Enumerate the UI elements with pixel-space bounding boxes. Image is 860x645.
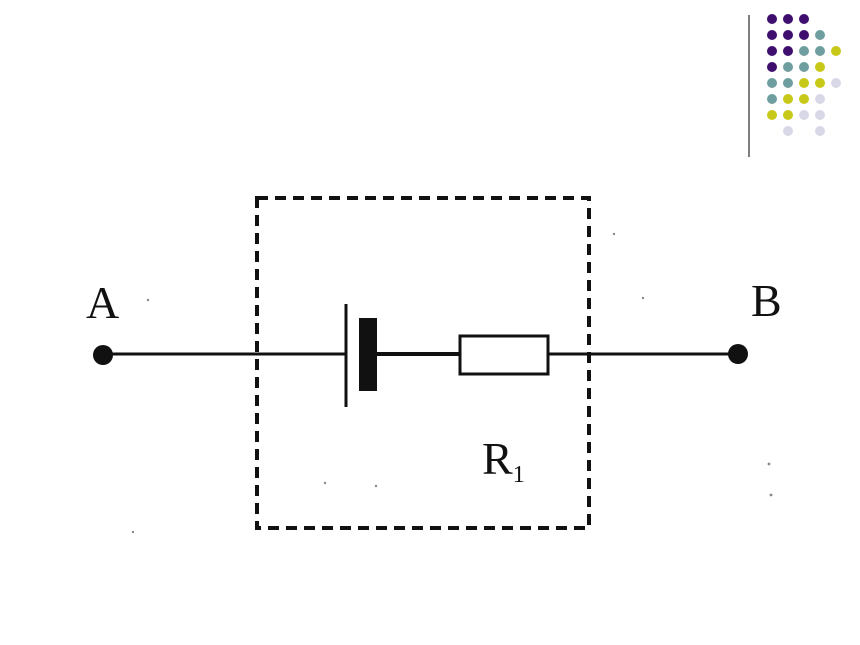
decorative-dot — [767, 14, 777, 24]
terminal-a-dot — [93, 345, 113, 365]
decorative-dot — [767, 30, 777, 40]
decorative-dot — [815, 46, 825, 56]
decorative-dot — [799, 46, 809, 56]
decorative-dot — [783, 110, 793, 120]
dashed-enclosure — [255, 196, 591, 530]
resistor-label-main: R — [482, 433, 513, 484]
decorative-dot — [799, 78, 809, 88]
decorative-dot — [783, 62, 793, 72]
decorative-dot — [767, 110, 777, 120]
decorative-dot — [799, 94, 809, 104]
decorative-dot — [815, 126, 825, 136]
scan-specks — [131, 232, 773, 534]
decorative-dot — [767, 46, 777, 56]
battery-short-plate — [359, 318, 377, 391]
decorative-dot — [831, 78, 841, 88]
decorative-dot — [815, 78, 825, 88]
terminal-b-dot — [728, 344, 748, 364]
decorative-dot — [815, 62, 825, 72]
decorative-dot — [831, 46, 841, 56]
decorative-dot — [815, 30, 825, 40]
decorative-dot — [783, 14, 793, 24]
resistor-symbol — [458, 334, 550, 376]
decorative-dot — [783, 30, 793, 40]
decorative-dot — [815, 94, 825, 104]
decorative-dot — [783, 78, 793, 88]
decorative-dot — [767, 94, 777, 104]
circuit-diagram: A B R1 — [86, 196, 782, 534]
decorative-dot-grid — [767, 14, 841, 136]
decorative-dot — [767, 62, 777, 72]
decorative-dot — [799, 62, 809, 72]
resistor-label: R1 — [482, 433, 525, 488]
terminal-b-label: B — [751, 275, 782, 326]
decorative-dot — [783, 94, 793, 104]
decorative-dot — [799, 110, 809, 120]
decorative-dot — [783, 46, 793, 56]
decorative-dot — [767, 78, 777, 88]
decorative-dot — [799, 14, 809, 24]
terminal-a-label: A — [86, 277, 119, 328]
decorative-dot — [815, 110, 825, 120]
battery-symbol — [344, 304, 377, 407]
decorative-dot — [799, 30, 809, 40]
resistor-label-subscript: 1 — [513, 462, 525, 488]
decorative-dot — [783, 126, 793, 136]
